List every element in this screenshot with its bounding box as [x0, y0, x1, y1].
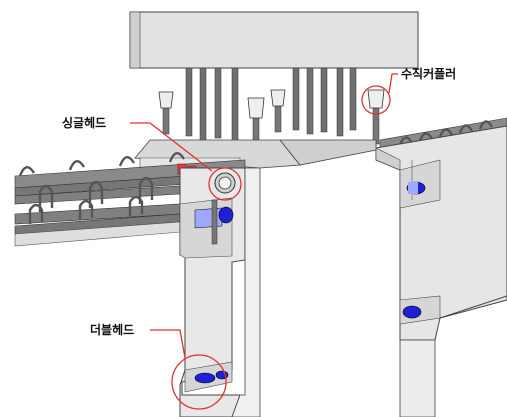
column-lower — [179, 167, 261, 417]
callout-single-head — [130, 122, 242, 201]
single-head-label: 싱글헤드 — [62, 116, 107, 130]
vertical-coupler — [367, 89, 385, 145]
callout-vertical-coupler — [361, 73, 398, 115]
vertical-coupler — [158, 91, 174, 135]
double-head-label: 더블헤드 — [90, 323, 135, 337]
callout-double-head — [150, 329, 227, 410]
vertical-coupler — [247, 97, 265, 155]
left-beam-lower-rebars — [14, 195, 181, 247]
vertical-coupler — [270, 89, 286, 133]
joint-base — [134, 139, 377, 169]
single-head-coupler — [214, 172, 236, 194]
column-vertical-rebars — [185, 67, 357, 143]
vertical-coupler-label: 수직커플러 — [401, 67, 457, 81]
vertical-coupler-group — [158, 89, 385, 155]
right-beam — [375, 125, 507, 417]
upper-column — [129, 11, 419, 69]
